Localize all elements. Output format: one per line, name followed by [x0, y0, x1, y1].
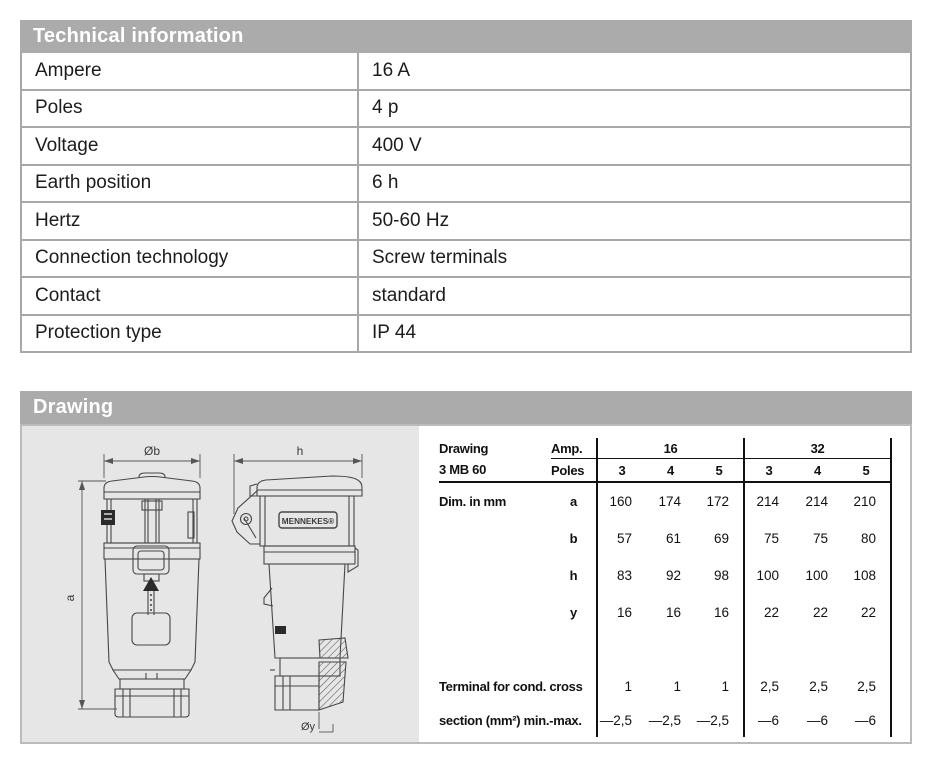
- row-value: 400 V: [372, 134, 422, 156]
- table-row: Poles 4 p: [22, 88, 910, 126]
- row-value: 4 p: [372, 97, 399, 119]
- row-label: Contact: [22, 278, 359, 314]
- table-row: Earth position 6 h: [22, 163, 910, 201]
- dim-row-h: h 83 92 98 100 100 108: [439, 557, 892, 594]
- dim-header-row-amp: Drawing Amp. 16 32: [439, 438, 892, 459]
- section-header-technical: Technical information: [20, 20, 912, 53]
- pole-col: 4: [793, 458, 842, 483]
- row-value: Screw terminals: [372, 247, 508, 269]
- technical-info-table: Ampere 16 A Poles 4 p Voltage 400 V Eart…: [20, 53, 912, 353]
- dimension-lines: [78, 454, 363, 733]
- connector-drawing-area: Øb h a Øy MENNEKES®: [22, 426, 419, 742]
- row-label: Voltage: [22, 128, 359, 164]
- connector-side-view: [231, 475, 363, 711]
- table-row: Contact standard: [22, 276, 910, 314]
- pole-col: 3: [596, 458, 646, 483]
- terminal-label-1: Terminal for cond. cross: [439, 678, 583, 694]
- connector-front-view: [101, 472, 201, 718]
- dim-label-b: Øb: [144, 444, 160, 458]
- row-value: 6 h: [372, 172, 399, 194]
- row-label: Hertz: [22, 203, 359, 239]
- amp-group-32: 32: [743, 438, 892, 459]
- terminal-label-2: section (mm²) min.-max.: [439, 712, 582, 728]
- table-row: Ampere 16 A: [22, 53, 910, 89]
- dim-label-y: Øy: [301, 721, 316, 733]
- pole-col: 5: [842, 458, 892, 483]
- row-label: Ampere: [22, 53, 359, 89]
- dim-row-a: Dim. in mm a 160 174 172 214 214 210: [439, 482, 892, 520]
- amp-group-16: 16: [596, 438, 744, 459]
- row-value: standard: [372, 284, 446, 306]
- datasheet-page: Technical information Ampere 16 A Poles …: [20, 20, 912, 744]
- row-value: 50-60 Hz: [372, 209, 450, 231]
- dimension-table-area: Drawing Amp. 16 32 3 MB 60 Poles 3 4 5 3…: [419, 426, 910, 742]
- dim-row-y: y 16 16 16 22 22 22: [439, 594, 892, 631]
- terminal-row-max: section (mm²) min.-max. —2,5 —2,5 —2,5 —…: [439, 703, 892, 737]
- table-row: Voltage 400 V: [22, 126, 910, 164]
- table-row: Hertz 50-60 Hz: [22, 201, 910, 239]
- row-label: Poles: [22, 90, 359, 126]
- pole-col: 3: [743, 458, 793, 483]
- amp-label: Amp.: [551, 438, 597, 459]
- dim-label-h: h: [297, 444, 304, 458]
- row-label: Earth position: [22, 165, 359, 201]
- pole-col: 4: [646, 458, 695, 483]
- pole-col: 5: [695, 458, 744, 483]
- connector-technical-drawing: Øb h a Øy MENNEKES®: [63, 444, 363, 733]
- table-row: Connection technology Screw terminals: [22, 238, 910, 276]
- dimension-table: Drawing Amp. 16 32 3 MB 60 Poles 3 4 5 3…: [439, 438, 892, 737]
- dim-header-row-poles: 3 MB 60 Poles 3 4 5 3 4 5: [439, 458, 892, 483]
- spacer-row: [439, 631, 892, 669]
- dim-label-a: a: [63, 594, 77, 601]
- terminal-row-min: Terminal for cond. cross 1 1 1 2,5 2,5 2…: [439, 669, 892, 703]
- row-label: Protection type: [22, 315, 359, 351]
- drawing-code: 3 MB 60: [439, 458, 551, 483]
- poles-label: Poles: [551, 458, 597, 483]
- row-label: Connection technology: [22, 240, 359, 276]
- row-value: 16 A: [372, 59, 411, 81]
- drawing-label: Drawing: [439, 440, 489, 456]
- dim-row-b: b 57 61 69 75 75 80: [439, 520, 892, 557]
- row-value: IP 44: [372, 322, 417, 344]
- dim-caption: Dim. in mm: [439, 494, 507, 509]
- drawing-panel: Øb h a Øy MENNEKES® Drawing: [20, 424, 912, 744]
- brand-label: MENNEKES®: [282, 517, 334, 526]
- section-header-drawing: Drawing: [20, 391, 912, 424]
- table-row: Protection type IP 44: [22, 313, 910, 351]
